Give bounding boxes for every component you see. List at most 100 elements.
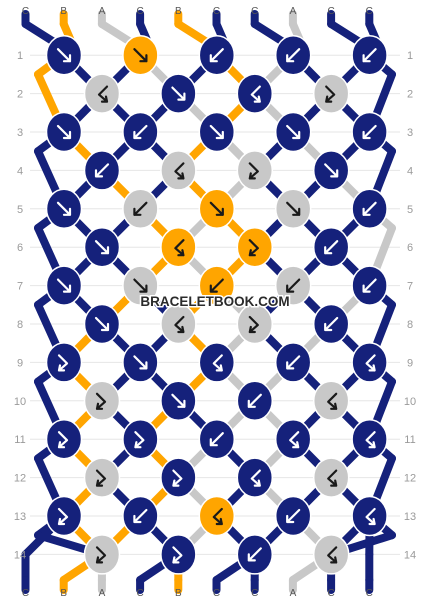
string-label-bottom: C [366, 588, 373, 599]
row-number-right: 9 [407, 357, 413, 369]
knot-arrow-icon [286, 124, 301, 140]
knot [83, 73, 121, 114]
knot-arrow-icon [209, 124, 224, 140]
thread-segment [174, 20, 213, 48]
knot-arrow-icon [134, 431, 145, 449]
string-label-top: A [290, 6, 297, 17]
knot-shape [160, 226, 197, 268]
string-label-bottom: C [251, 588, 258, 599]
knot-shape [83, 73, 121, 114]
knot [274, 265, 312, 306]
knot [351, 265, 388, 306]
knot-arrow-icon [94, 240, 110, 255]
knot-arrow-icon [57, 354, 69, 372]
knot [45, 188, 83, 230]
knot [83, 226, 121, 268]
row-number-left: 6 [17, 242, 23, 254]
knot [236, 457, 274, 498]
knot-shape [274, 418, 312, 460]
knot-arrow-icon [286, 278, 301, 293]
row-number-right: 13 [404, 511, 416, 523]
knot [236, 73, 274, 114]
string-label-bottom: A [99, 588, 106, 599]
knot [312, 226, 350, 268]
knot-arrow-icon [133, 278, 148, 293]
string-label-top: B [60, 6, 67, 17]
knot [351, 342, 388, 383]
row-number-right: 2 [407, 89, 413, 101]
knot-arrow-icon [286, 48, 301, 63]
string-label-bottom: C [136, 588, 143, 599]
knot [236, 534, 274, 575]
knot-arrow-icon [324, 316, 339, 332]
knot [312, 457, 350, 498]
knot [312, 380, 350, 422]
knot [236, 380, 274, 422]
knot-arrow-icon [56, 124, 72, 140]
row-number-left: 14 [14, 549, 26, 561]
knot [351, 418, 388, 460]
knot-arrow-icon [56, 48, 72, 63]
knot [351, 188, 388, 230]
knot [45, 495, 83, 537]
knot-arrow-icon [174, 162, 185, 180]
knot-shape [312, 380, 350, 422]
string-label-top: C [251, 6, 258, 17]
string-label-top: B [175, 6, 182, 17]
knot-shape [312, 73, 350, 114]
knot-arrow-icon [250, 85, 261, 103]
knot [274, 342, 312, 383]
knot [236, 303, 274, 345]
knot-arrow-icon [362, 124, 377, 140]
row-number-right: 4 [407, 165, 413, 177]
knot-arrow-icon [248, 315, 259, 334]
knot [274, 188, 312, 230]
knot-shape [83, 457, 121, 498]
thread-segment [250, 20, 290, 48]
knot [198, 342, 236, 383]
thread-segment [21, 20, 60, 48]
row-number-left: 7 [17, 281, 23, 293]
knot-arrow-icon [365, 431, 376, 449]
knot-arrow-icon [209, 278, 224, 293]
knot-shape [312, 457, 350, 498]
knot [45, 111, 83, 153]
knot-arrow-icon [171, 86, 186, 101]
row-number-right: 6 [407, 242, 413, 254]
knot [198, 111, 236, 153]
knot [83, 457, 121, 498]
knot-shape [236, 226, 274, 268]
knot [351, 111, 388, 153]
knot-arrow-icon [365, 507, 376, 526]
knot-arrow-icon [286, 508, 301, 524]
knot-shape [45, 495, 83, 537]
knot [122, 34, 159, 76]
knot-shape [45, 342, 83, 383]
knot-arrow-icon [172, 469, 183, 487]
knot [83, 380, 121, 422]
knot [83, 150, 121, 191]
knot [351, 34, 388, 76]
knot-shape [351, 342, 388, 383]
row-number-right: 11 [404, 434, 415, 446]
knot-arrow-icon [327, 469, 338, 487]
knot-arrow-icon [57, 507, 69, 526]
row-number-right: 7 [407, 281, 413, 293]
knot-shape [236, 150, 274, 191]
row-number-left: 11 [14, 434, 25, 446]
knot-arrow-icon [250, 469, 261, 487]
knot [122, 342, 159, 383]
knot-shape [236, 73, 274, 114]
knot [312, 73, 350, 114]
knot-shape [83, 380, 121, 422]
knot-arrow-icon [95, 469, 107, 487]
knot [45, 342, 83, 383]
knot-arrow-icon [174, 315, 185, 334]
knot-arrow-icon [365, 354, 376, 372]
knot-shape [160, 457, 197, 498]
knot-arrow-icon [362, 48, 377, 63]
knot [122, 188, 159, 230]
row-number-right: 3 [407, 127, 413, 139]
knot [122, 418, 159, 460]
